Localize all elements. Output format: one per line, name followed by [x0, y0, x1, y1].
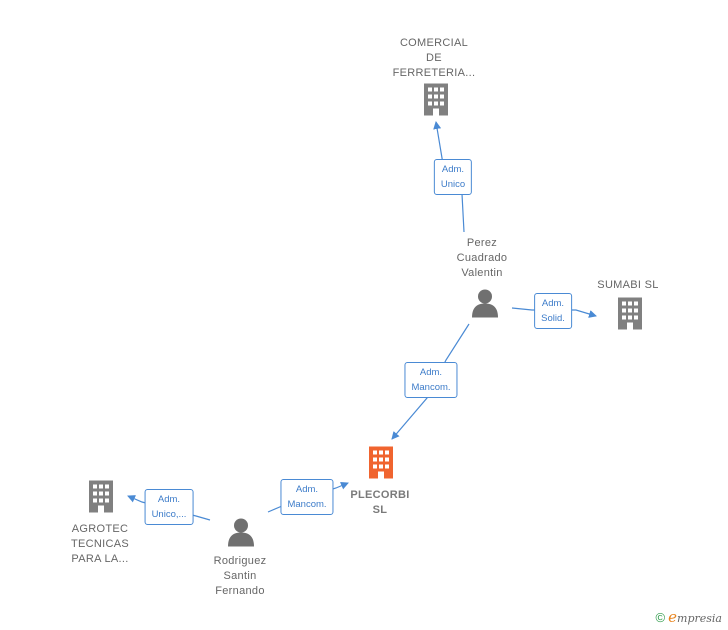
- edge-label-perez-sumabi[interactable]: Adm. Solid.: [534, 293, 572, 329]
- person-icon[interactable]: [470, 288, 500, 323]
- edge-label-rodriguez-plecorbi[interactable]: Adm. Mancom.: [280, 479, 334, 515]
- node-label-perez[interactable]: Perez Cuadrado Valentin: [456, 237, 508, 279]
- focus-company-building-icon[interactable]: [366, 446, 396, 485]
- edge-label-perez-comercial[interactable]: Adm. Unico: [433, 159, 473, 195]
- person-icon[interactable]: [226, 517, 256, 552]
- node-label-agrotec[interactable]: AGROTEC TECNICAS PARA LA...: [70, 523, 130, 565]
- edge-label-perez-plecorbi[interactable]: Adm. Mancom.: [404, 362, 458, 398]
- edge-label-rodriguez-agrotec[interactable]: Adm. Unico,...: [144, 489, 194, 525]
- copyright-icon: ©: [655, 610, 666, 625]
- brand-logo-text: mpresia: [677, 612, 722, 625]
- node-label-rodriguez[interactable]: Rodriguez Santin Fernando: [213, 555, 267, 597]
- company-building-icon[interactable]: [615, 297, 645, 336]
- brand-logo-e: e: [668, 608, 678, 626]
- company-building-icon[interactable]: [86, 480, 116, 519]
- edges-layer: [127, 121, 597, 521]
- company-building-icon[interactable]: [421, 83, 451, 122]
- node-label-comercial[interactable]: COMERCIAL DE FERRETERIA...: [392, 37, 476, 79]
- node-label-sumabi[interactable]: SUMABI SL: [597, 279, 659, 291]
- node-label-plecorbi[interactable]: PLECORBI SL: [350, 489, 410, 516]
- brand-watermark: ©empresia: [656, 608, 722, 626]
